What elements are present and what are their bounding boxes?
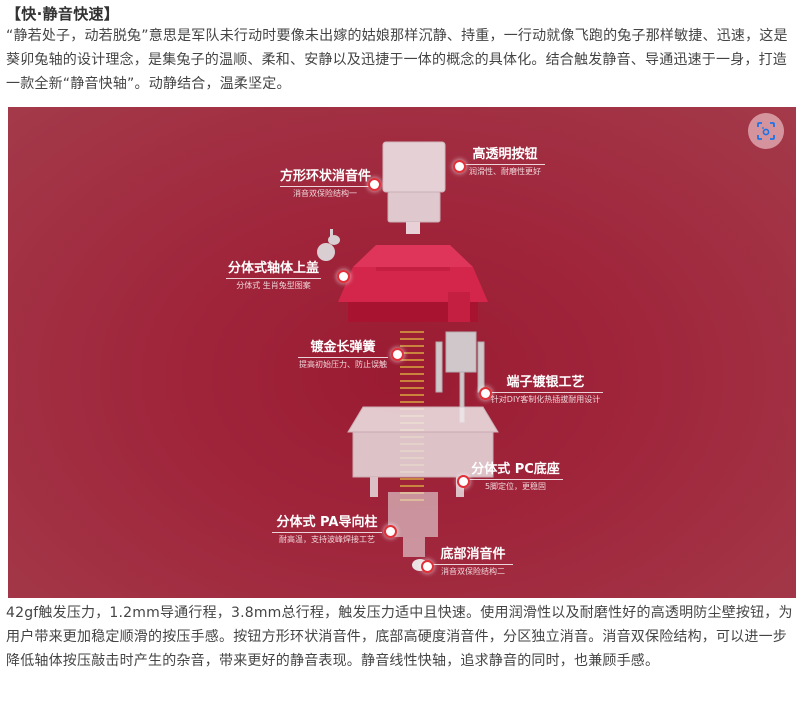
callout-title: 分体式 PA导向柱: [276, 515, 378, 530]
callout-title: 分体式轴体上盖: [227, 261, 319, 276]
callout-dot: [393, 350, 402, 359]
callout-subtitle: 针对DIY客制化热插拔耐用设计: [490, 395, 601, 404]
callout-title: 镀金长弹簧: [310, 340, 376, 355]
callout-title: 底部消音件: [440, 547, 506, 562]
callout-divider: [488, 392, 603, 393]
callout-subtitle: 提高初始压力、防止误触: [299, 360, 387, 369]
callout-subtitle: 消音双保险结构一: [293, 189, 357, 198]
callout-bottom-housing: 分体式 PC底座 5脚定位，更稳固: [468, 462, 563, 493]
callout-dot: [481, 389, 490, 398]
callout-subtitle: 润滑性、耐磨性更好: [469, 167, 541, 176]
callout-dot: [459, 477, 468, 486]
callout-subtitle: 分体式 生肖兔型图案: [236, 281, 311, 290]
callout-divider: [298, 357, 388, 358]
callout-title: 分体式 PC底座: [471, 462, 560, 477]
callout-square-damper: 方形环状消音件 消音双保险结构一: [280, 169, 372, 200]
callout-divider: [280, 186, 370, 187]
callout-dot: [339, 272, 348, 281]
callout-title: 高透明按钮: [472, 147, 538, 162]
callout-bottom-damper: 底部消音件 消音双保险结构二: [433, 547, 513, 578]
callout-subtitle: 5脚定位，更稳固: [484, 482, 547, 491]
description-paragraph: 42gf触发压力，1.2mm导通行程，3.8mm总行程，触发压力适中且快速。使用…: [6, 605, 793, 669]
callout-pa-guide: 分体式 PA导向柱 耐高温，支持波峰焊接工艺: [272, 515, 382, 546]
callout-subtitle: 消音双保险结构二: [441, 567, 505, 576]
callout-divider: [433, 564, 513, 565]
callout-dot: [423, 562, 432, 571]
callout-terminal: 端子镀银工艺 针对DIY客制化热插拔耐用设计: [488, 375, 603, 406]
google-lens-button[interactable]: [748, 113, 784, 149]
callout-dot: [370, 180, 379, 189]
callout-spring: 镀金长弹簧 提高初始压力、防止误触: [298, 340, 388, 371]
callout-title: 端子镀银工艺: [506, 375, 585, 390]
callout-subtitle: 耐高温，支持波峰焊接工艺: [279, 535, 375, 544]
callout-dot: [455, 162, 464, 171]
section-heading: 【快·静音快速】: [6, 5, 120, 23]
intro-paragraph: “静若处子，动若脱兔”意思是军队未行动时要像未出嫁的姑娘那样沉静、持重，一行动就…: [6, 28, 788, 92]
callout-divider: [226, 278, 321, 279]
callout-dot: [386, 527, 395, 536]
callout-top-housing: 分体式轴体上盖 分体式 生肖兔型图案: [226, 261, 321, 292]
callout-divider: [468, 479, 563, 480]
google-lens-icon: [757, 122, 775, 140]
switch-parts-illustration: [317, 141, 499, 571]
callout-title: 方形环状消音件: [280, 169, 372, 184]
callout-keycap-stem: 高透明按钮 润滑性、耐磨性更好: [465, 147, 545, 178]
callout-divider: [272, 532, 382, 533]
callout-divider: [465, 164, 545, 165]
switch-exploded-diagram: 高透明按钮 润滑性、耐磨性更好 方形环状消音件 消音双保险结构一 分体式轴体上盖…: [8, 107, 796, 598]
